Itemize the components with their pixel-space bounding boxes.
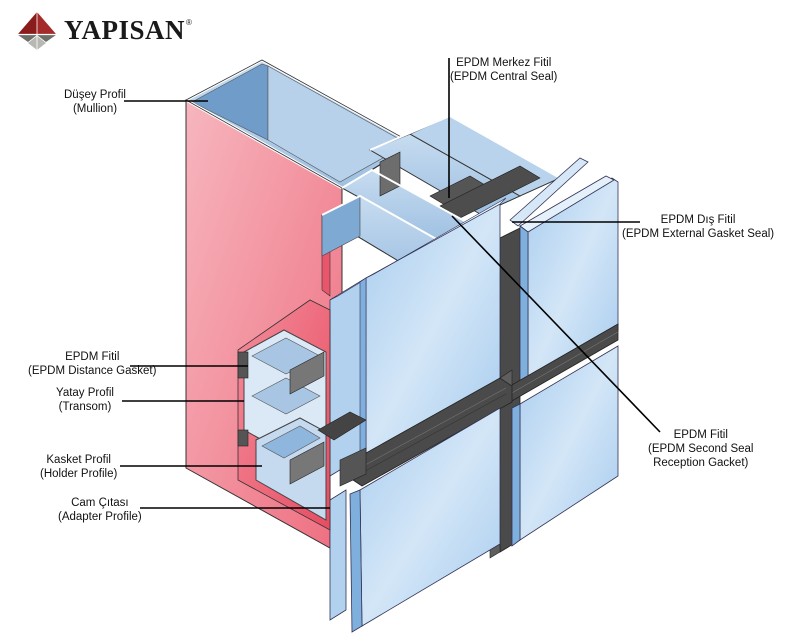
label-central-seal: EPDM Merkez Fitil (EPDM Central Seal)	[450, 56, 557, 84]
label-adapter-profile: Cam Çıtası (Adapter Profile)	[58, 496, 142, 524]
label-distance-gasket: EPDM Fitil (EPDM Distance Gasket)	[28, 350, 156, 378]
label-external-gasket-en: (EPDM External Gasket Seal)	[622, 228, 775, 240]
brand-logo: YAPISAN ®	[16, 8, 192, 52]
leader-lines	[120, 58, 661, 509]
label-external-gasket: EPDM Dış Fitil (EPDM External Gasket Sea…	[622, 213, 774, 241]
label-central-seal-tr: EPDM Merkez Fitil	[456, 57, 552, 69]
label-transom: Yatay Profil (Transom)	[56, 386, 114, 414]
transom-profile	[237, 299, 367, 531]
registered-mark: ®	[186, 17, 192, 27]
label-distance-gasket-tr: EPDM Fitil	[65, 351, 120, 363]
label-second-seal: EPDM Fitil (EPDM Second Seal Reception G…	[648, 428, 753, 470]
glass-pane-upper-right	[509, 157, 619, 385]
yapisan-logo-icon	[18, 12, 56, 50]
label-external-gasket-tr: EPDM Dış Fitil	[660, 214, 736, 226]
label-central-seal-en: (EPDM Central Seal)	[450, 71, 558, 83]
label-transom-tr: Yatay Profil	[56, 387, 114, 399]
glass-pane-lower-right	[511, 345, 619, 547]
label-holder-profile: Kasket Profil (Holder Profile)	[40, 453, 117, 481]
label-distance-gasket-en: (EPDM Distance Gasket)	[28, 365, 157, 377]
label-second-seal-en2: Reception Gacket)	[653, 457, 749, 469]
horizontal-gasket-front	[349, 369, 513, 487]
label-mullion-tr: Düşey Profil	[64, 89, 126, 101]
label-transom-en: (Transom)	[58, 401, 112, 413]
label-adapter-profile-en: (Adapter Profile)	[58, 511, 142, 523]
label-mullion: Düşey Profil (Mullion)	[64, 88, 126, 116]
leader-second-seal	[451, 215, 661, 433]
label-mullion-en: (Mullion)	[72, 103, 118, 115]
label-second-seal-tr: EPDM Fitil	[673, 429, 728, 441]
label-holder-profile-en: (Holder Profile)	[40, 468, 118, 480]
label-adapter-profile-tr: Cam Çıtası	[71, 497, 129, 509]
label-holder-profile-tr: Kasket Profil	[46, 454, 111, 466]
glass-pane-lower-left	[329, 407, 501, 633]
brand-name: YAPISAN	[64, 14, 186, 45]
label-second-seal-en1: (EPDM Second Seal	[648, 443, 754, 455]
